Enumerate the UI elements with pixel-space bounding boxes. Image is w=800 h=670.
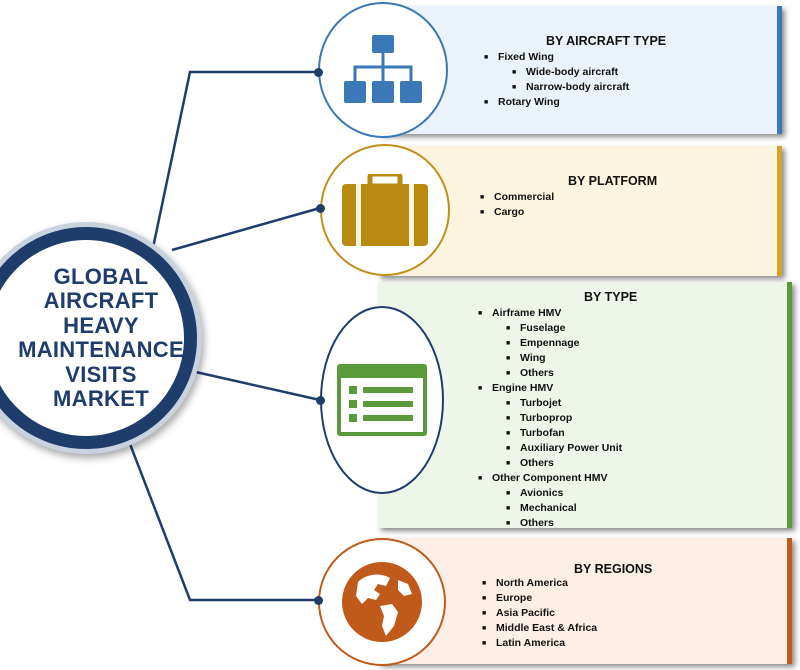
list-item: Asia Pacific [482, 606, 597, 621]
list-subitem: Others [478, 516, 622, 531]
list-item: Middle East & Africa [482, 621, 597, 636]
segment-title: BY PLATFORM [568, 174, 658, 188]
list-item: Rotary Wing [484, 95, 629, 110]
central-hub-circle: GLOBAL AIRCRAFT HEAVY MAINTENANCE VISITS… [0, 222, 202, 454]
list-item: Other Component HMV [478, 471, 622, 486]
list-window-icon [337, 364, 427, 436]
list-subitem: Wing [478, 351, 622, 366]
segment-panel-regions: BY REGIONS North America Europe Asia Pac… [378, 538, 792, 664]
connector-type [177, 366, 321, 402]
segment-title: BY TYPE [584, 290, 638, 304]
connector-dot [316, 396, 325, 405]
list-item: Latin America [482, 636, 597, 651]
list-subitem: Turbofan [478, 426, 622, 441]
list-item: Engine HMV [478, 381, 622, 396]
list-item: Fixed Wing [484, 50, 629, 65]
connector-dot [314, 68, 323, 77]
list-subitem: Others [478, 456, 622, 471]
list-subitem: Auxiliary Power Unit [478, 441, 622, 456]
list-subitem: Empennage [478, 336, 622, 351]
hierarchy-icon [344, 35, 422, 103]
list-subitem: Narrow-body aircraft [484, 80, 629, 95]
segment-list: Fixed Wing Wide-body aircraft Narrow-bod… [484, 50, 629, 110]
list-item: Airframe HMV [478, 306, 622, 321]
list-subitem: Turboprop [478, 411, 622, 426]
connector-platform [171, 206, 321, 252]
list-subitem: Wide-body aircraft [484, 65, 629, 80]
list-item: Europe [482, 591, 597, 606]
platform-icon-circle [320, 144, 450, 276]
list-subitem: Avionics [478, 486, 622, 501]
connector-dot [316, 204, 325, 213]
globe-icon [342, 562, 422, 642]
list-subitem: Others [478, 366, 622, 381]
segment-list: Airframe HMV Fuselage Empennage Wing Oth… [478, 306, 622, 531]
type-icon-circle [320, 306, 444, 494]
connector-aircraft-type [148, 70, 318, 263]
segment-title: BY REGIONS [574, 562, 653, 576]
list-subitem: Turbojet [478, 396, 622, 411]
segment-panel-type: BY TYPE Airframe HMV Fuselage Empennage … [378, 282, 792, 531]
briefcase-icon [342, 174, 428, 246]
list-item: Commercial [480, 190, 554, 205]
list-subitem: Fuselage [478, 321, 622, 336]
segment-list: Commercial Cargo [480, 190, 554, 220]
list-subitem: Mechanical [478, 501, 622, 516]
market-title: GLOBAL AIRCRAFT HEAVY MAINTENANCE VISITS… [18, 263, 184, 411]
connector-regions [118, 417, 318, 602]
central-hub-inner: GLOBAL AIRCRAFT HEAVY MAINTENANCE VISITS… [0, 240, 184, 436]
regions-icon-circle [318, 538, 446, 666]
segment-list: North America Europe Asia Pacific Middle… [482, 576, 597, 651]
list-item: North America [482, 576, 597, 591]
connector-dot [314, 596, 323, 605]
segment-title: BY AIRCRAFT TYPE [546, 34, 667, 48]
list-item: Cargo [480, 205, 554, 220]
aircraft-type-icon-circle [318, 2, 448, 138]
